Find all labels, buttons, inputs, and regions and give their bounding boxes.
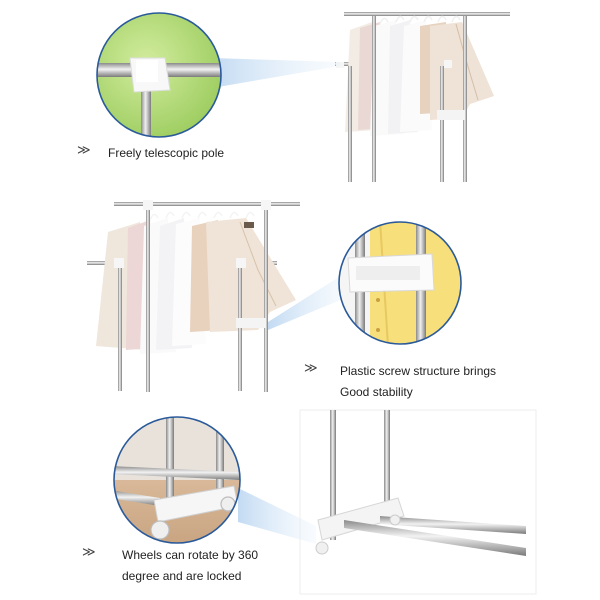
- feature-caption-stability: Plastic screw structure brings Good stab…: [340, 361, 540, 403]
- caption-line: Plastic screw structure brings: [340, 364, 497, 378]
- double-chevron-icon: ≫: [77, 143, 91, 158]
- caption-line: Good stability: [340, 385, 413, 399]
- double-chevron-icon: ≫: [82, 545, 96, 560]
- zoom-beam-1: [212, 58, 340, 88]
- detail-plastic-screw: [338, 221, 462, 345]
- rack-top: [335, 12, 510, 182]
- zoom-beam-3: [238, 488, 316, 544]
- detail-telescopic-pole: [96, 12, 222, 138]
- caption-line: Freely telescopic pole: [108, 146, 225, 160]
- caption-line: degree and are locked: [122, 569, 242, 583]
- caption-line: Wheels can rotate by 360: [122, 548, 259, 562]
- rack-base: [299, 409, 537, 595]
- feature-caption-telescopic: Freely telescopic pole: [108, 143, 224, 164]
- detail-wheels: [113, 416, 241, 544]
- rack-middle: [87, 200, 300, 392]
- double-chevron-icon: ≫: [304, 361, 318, 376]
- feature-caption-wheels: Wheels can rotate by 360 degree and are …: [122, 545, 322, 587]
- zoom-beam-2: [268, 270, 350, 330]
